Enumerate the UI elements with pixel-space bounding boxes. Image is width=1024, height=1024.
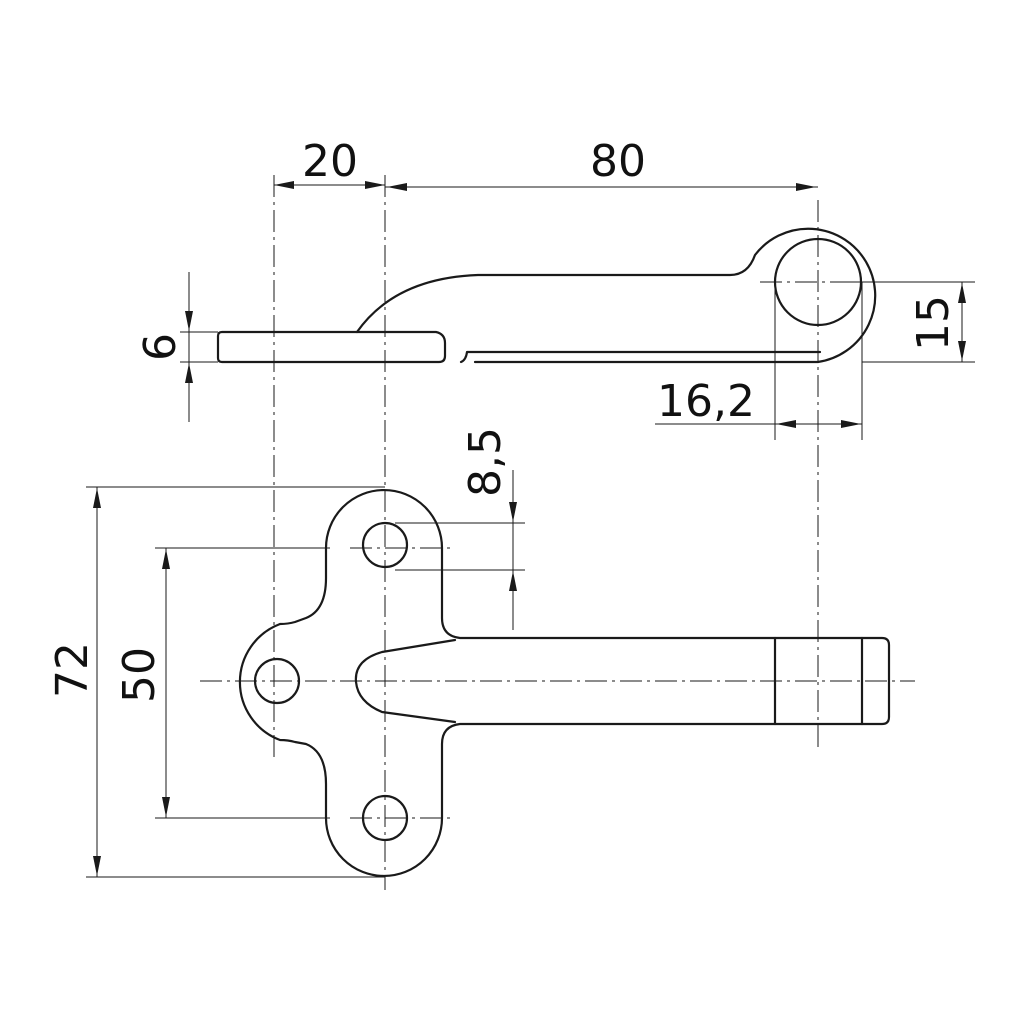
dimension-72: 72 bbox=[47, 486, 385, 878]
plan-view bbox=[238, 488, 891, 878]
center-lines bbox=[200, 175, 915, 890]
dimension-6-label: 6 bbox=[135, 333, 186, 361]
dimension-20: 20 bbox=[274, 136, 385, 189]
dimension-50: 50 bbox=[114, 547, 330, 819]
dimension-15: 15 bbox=[840, 281, 975, 363]
dimension-50-label: 50 bbox=[114, 647, 165, 703]
dimension-80: 80 bbox=[385, 136, 818, 191]
side-view-base-plate bbox=[216, 330, 447, 364]
plan-view-outline bbox=[238, 488, 891, 878]
side-view-arm-and-eye bbox=[355, 227, 877, 364]
dimension-8-5-label: 8,5 bbox=[460, 427, 511, 497]
dimension-20-label: 20 bbox=[302, 136, 358, 187]
dimension-16-2-label: 16,2 bbox=[657, 376, 755, 427]
dimension-15-label: 15 bbox=[908, 295, 959, 351]
dimensions: 20 80 6 15 bbox=[47, 136, 975, 878]
dimension-6: 6 bbox=[135, 272, 218, 422]
dimension-8-5: 8,5 bbox=[395, 427, 525, 630]
plan-view-recess bbox=[354, 638, 457, 724]
dimension-80-label: 80 bbox=[590, 136, 646, 187]
dimension-72-label: 72 bbox=[47, 642, 98, 698]
side-view-joint-step bbox=[459, 350, 822, 364]
dimension-16-2: 16,2 bbox=[655, 282, 863, 440]
side-view bbox=[216, 227, 877, 364]
